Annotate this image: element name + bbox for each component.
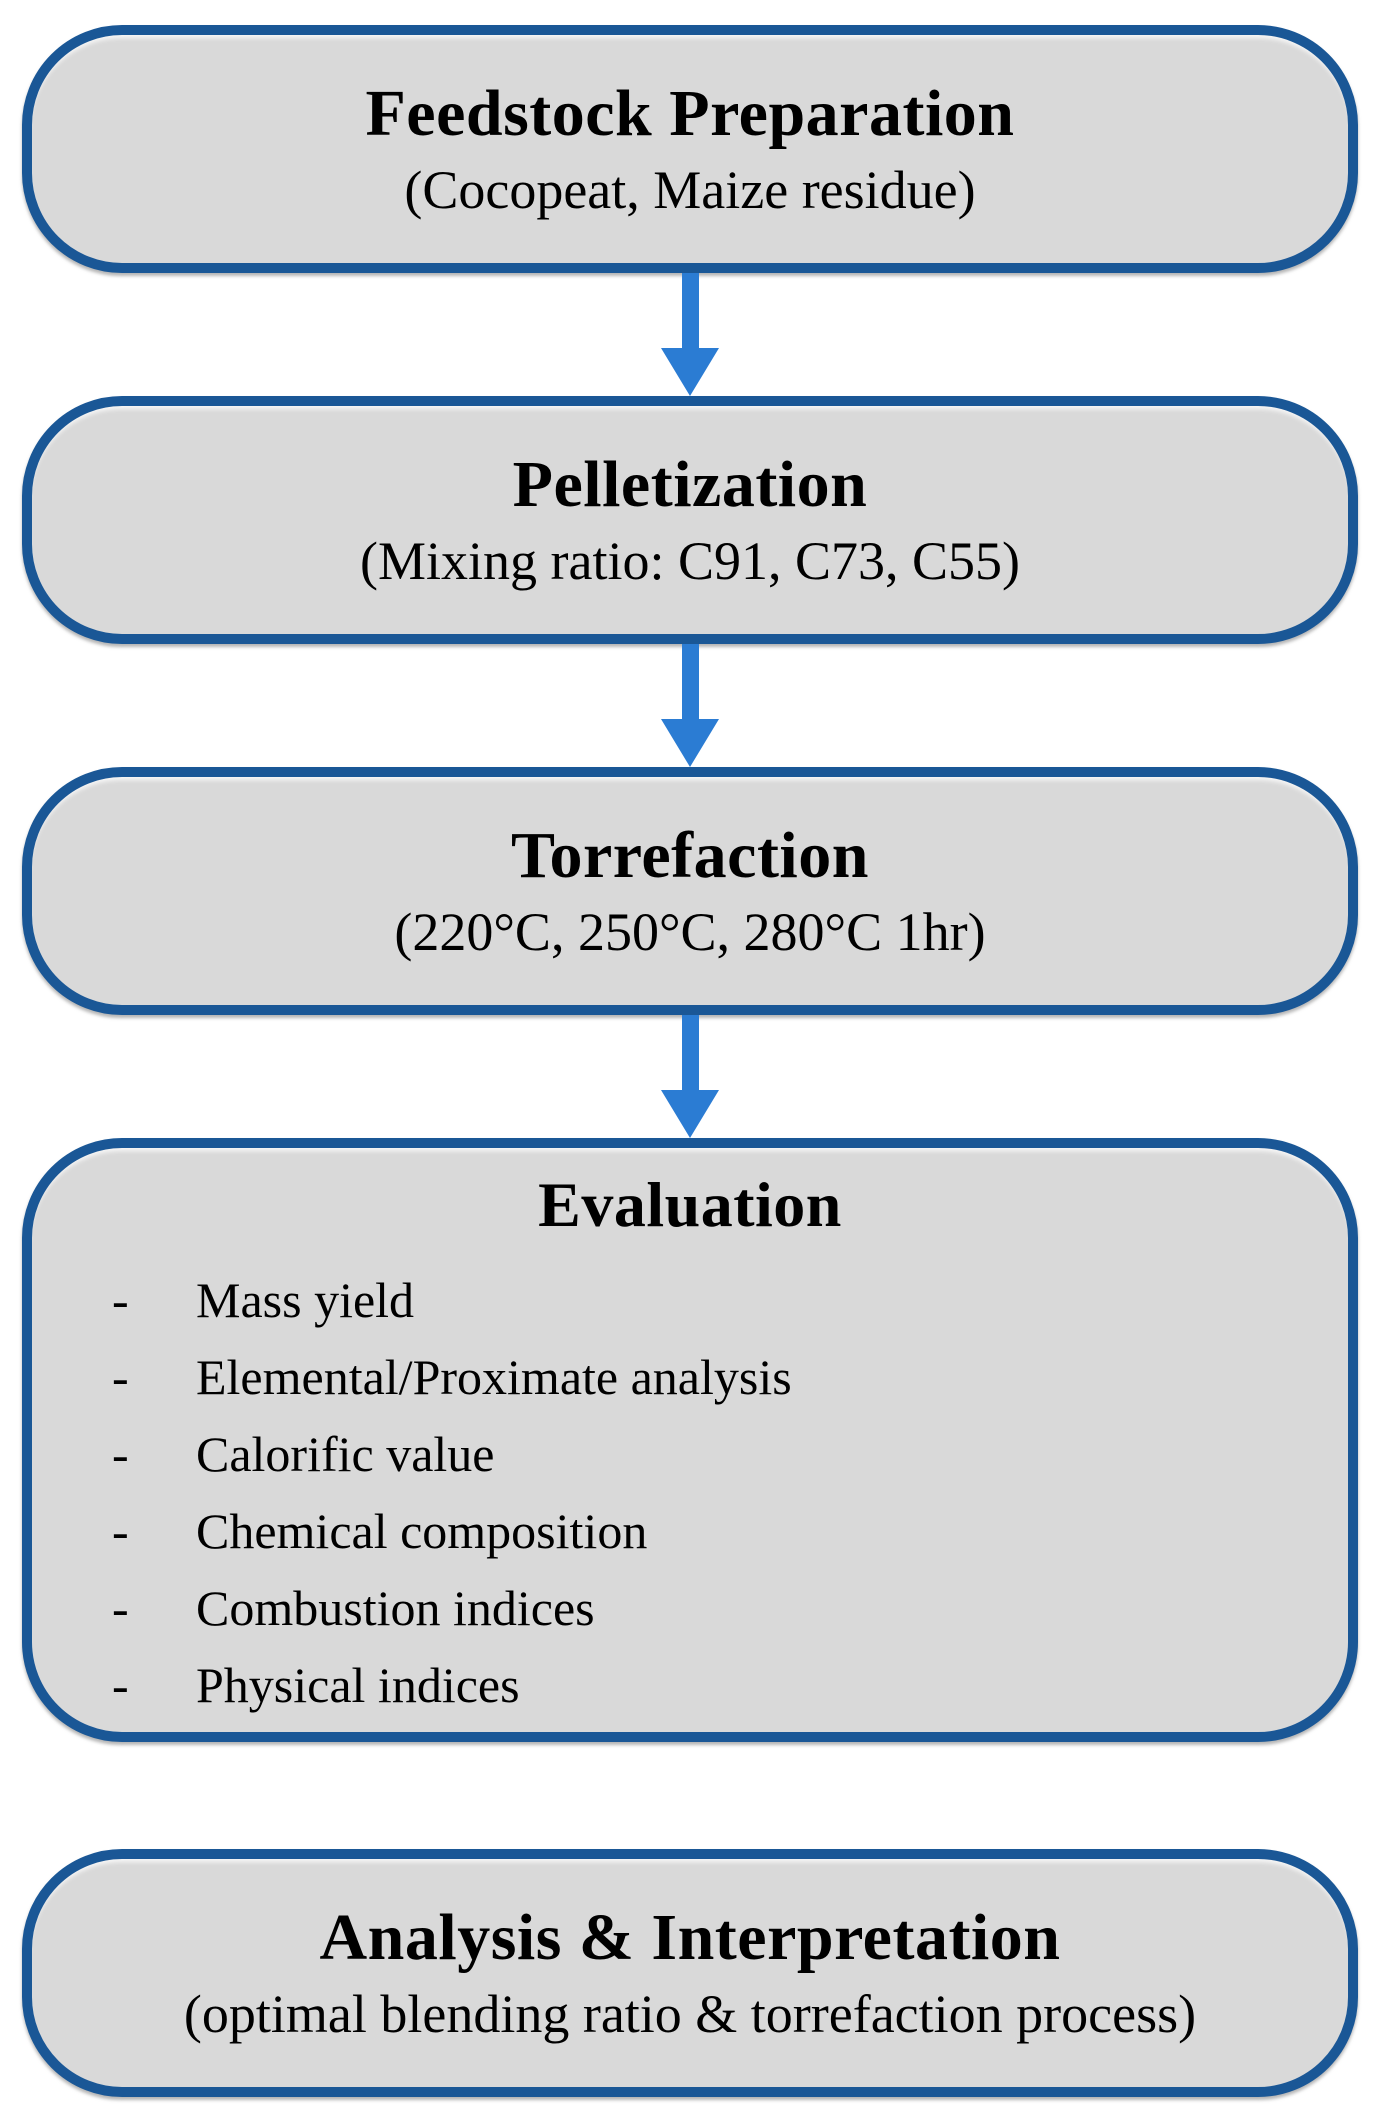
node-subtitle: (Cocopeat, Maize residue) (404, 159, 976, 220)
evaluation-list: - Mass yield - Elemental/Proximate analysi… (32, 1262, 792, 1724)
node-evaluation: Evaluation - Mass yield - Elemental/Proxim… (22, 1138, 1358, 1742)
arrow-head (661, 719, 719, 767)
arrow-head (661, 1090, 719, 1138)
node-title: Analysis & Interpretation (319, 1901, 1061, 1974)
evaluation-item: - Calorific value (112, 1416, 792, 1493)
dash-bullet: - (112, 1657, 129, 1714)
node-torrefaction: Torrefaction (220°C, 250°C, 280°C 1hr) (22, 767, 1358, 1015)
dash-bullet: - (112, 1503, 129, 1560)
evaluation-item: - Combustion indices (112, 1570, 792, 1647)
evaluation-item: - Mass yield (112, 1262, 792, 1339)
dash-bullet: - (112, 1272, 129, 1329)
dash-bullet: - (112, 1426, 129, 1483)
evaluation-item-label: Mass yield (196, 1272, 415, 1329)
down-arrow-icon (661, 1015, 719, 1138)
evaluation-item: - Physical indices (112, 1647, 792, 1724)
node-subtitle: (220°C, 250°C, 280°C 1hr) (394, 901, 986, 962)
arrow-shaft (681, 1015, 699, 1090)
down-arrow-icon (661, 644, 719, 767)
dash-bullet: - (112, 1349, 129, 1406)
node-title: Feedstock Preparation (365, 77, 1015, 150)
evaluation-item: - Chemical composition (112, 1493, 792, 1570)
node-feedstock-preparation: Feedstock Preparation (Cocopeat, Maize r… (22, 25, 1358, 273)
arrow-head (661, 348, 719, 396)
evaluation-item-label: Chemical composition (196, 1503, 648, 1560)
node-title: Torrefaction (511, 819, 869, 892)
evaluation-item-label: Calorific value (196, 1426, 495, 1483)
node-title: Evaluation (538, 1169, 842, 1240)
evaluation-item-label: Elemental/Proximate analysis (196, 1349, 792, 1406)
node-pelletization: Pelletization (Mixing ratio: C91, C73, C… (22, 396, 1358, 644)
evaluation-item-label: Combustion indices (196, 1580, 595, 1637)
arrow-shaft (681, 644, 699, 719)
node-title: Pelletization (512, 448, 868, 521)
arrow-shaft (681, 273, 699, 348)
evaluation-item-label: Physical indices (196, 1657, 520, 1714)
down-arrow-icon (661, 273, 719, 396)
node-subtitle: (Mixing ratio: C91, C73, C55) (360, 530, 1020, 591)
evaluation-item: - Elemental/Proximate analysis (112, 1339, 792, 1416)
node-analysis-interpretation: Analysis & Interpretation (optimal blend… (22, 1849, 1358, 2097)
node-subtitle: (optimal blending ratio & torrefaction p… (183, 1983, 1197, 2044)
dash-bullet: - (112, 1580, 129, 1637)
